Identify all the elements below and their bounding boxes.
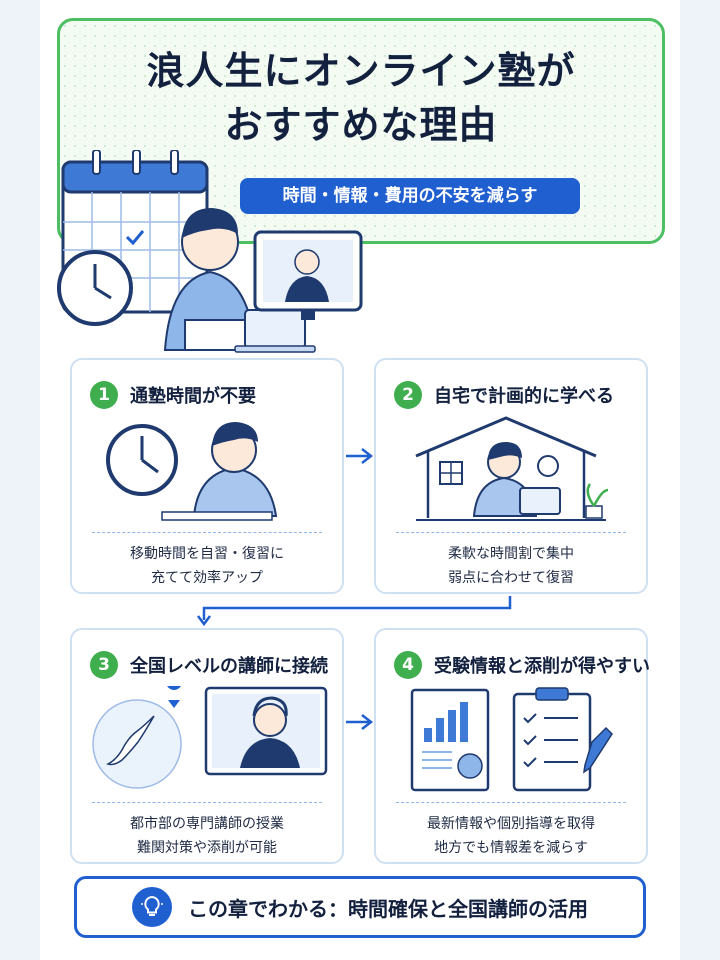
card-title: 自宅で計画的に学べる xyxy=(434,386,614,407)
card-divider xyxy=(92,532,322,533)
card-description: 最新情報や個別指導を取得 地方でも情報差を減らす xyxy=(376,812,646,860)
card-title: 受験情報と添削が得やすい xyxy=(434,656,650,677)
card-divider xyxy=(92,802,322,803)
reason-card-1: 1 通塾時間が不要 移動時間を自習・復習に 充てて効率アップ xyxy=(70,358,344,594)
card-divider xyxy=(396,532,626,533)
reason-card-2: 2 自宅で計画的に学べる 柔軟な時間割で集中 弱点に合わせて復習 xyxy=(374,358,648,594)
monitor-icon xyxy=(253,230,363,320)
map-icon xyxy=(92,686,182,789)
arrow-right-icon xyxy=(346,448,374,464)
card-line-1: 都市部の専門講師の授業 xyxy=(130,816,284,832)
card-line-2: 弱点に合わせて復習 xyxy=(448,570,574,586)
title-line-2: おすすめな理由 xyxy=(224,103,498,147)
card-number-badge: 1 xyxy=(90,381,118,409)
subtitle-badge: 時間・情報・費用の不安を減らす xyxy=(240,178,580,214)
lightbulb-icon xyxy=(132,887,172,927)
clipboard-icon xyxy=(512,687,613,792)
card-line-1: 柔軟な時間割で集中 xyxy=(448,546,574,562)
arrow-right-icon xyxy=(346,714,374,730)
exam-info-illustration xyxy=(410,687,613,792)
house-icon xyxy=(415,416,597,518)
reason-card-4: 4 受験情報と添削が得やすい 最新情報や個別指導を取得 xyxy=(374,628,650,864)
commute-illustration xyxy=(106,422,278,521)
nationwide-teacher-illustration xyxy=(92,686,328,789)
page-title: 浪人生にオンライン塾が おすすめな理由 xyxy=(57,44,665,152)
plant-icon xyxy=(585,483,609,519)
card-divider xyxy=(396,802,626,803)
video-screen-icon xyxy=(204,686,328,776)
card-number-badge: 2 xyxy=(394,381,422,409)
student-figure xyxy=(161,422,278,521)
clock-icon xyxy=(57,250,133,326)
card-line-1: 移動時間を自習・復習に xyxy=(130,546,284,562)
card-description: 移動時間を自習・復習に 充てて効率アップ xyxy=(72,542,342,590)
home-study-illustration xyxy=(415,416,609,521)
card-line-2: 充てて効率アップ xyxy=(151,570,263,586)
connector-arrow-icon xyxy=(197,596,512,627)
summary-text: この章でわかる：時間確保と全国講師の活用 xyxy=(188,896,588,921)
card-title: 全国レベルの講師に接続 xyxy=(130,656,328,677)
laptop-icon xyxy=(519,487,561,515)
summary-banner: この章でわかる：時間確保と全国講師の活用 xyxy=(74,876,646,938)
laptop-icon xyxy=(234,309,316,353)
card-number-badge: 4 xyxy=(394,651,422,679)
card-description: 柔軟な時間割で集中 弱点に合わせて復習 xyxy=(376,542,646,590)
card-number-badge: 3 xyxy=(90,651,118,679)
card-line-2: 難関対策や添削が可能 xyxy=(137,840,277,856)
title-line-1: 浪人生にオンライン塾が xyxy=(146,49,576,93)
card-description: 都市部の専門講師の授業 難関対策や添削が可能 xyxy=(72,812,342,860)
card-line-1: 最新情報や個別指導を取得 xyxy=(427,816,595,832)
chart-icon xyxy=(410,688,490,792)
reason-card-3: 3 全国レベルの講師に接続 都市部の専門講師の授業 難関対策や添削が可能 xyxy=(70,628,344,864)
clock-icon xyxy=(106,424,178,496)
card-title: 通塾時間が不要 xyxy=(130,386,256,407)
student-figure xyxy=(163,208,257,351)
card-line-2: 地方でも情報差を減らす xyxy=(434,840,588,856)
hero-illustration xyxy=(57,150,363,353)
